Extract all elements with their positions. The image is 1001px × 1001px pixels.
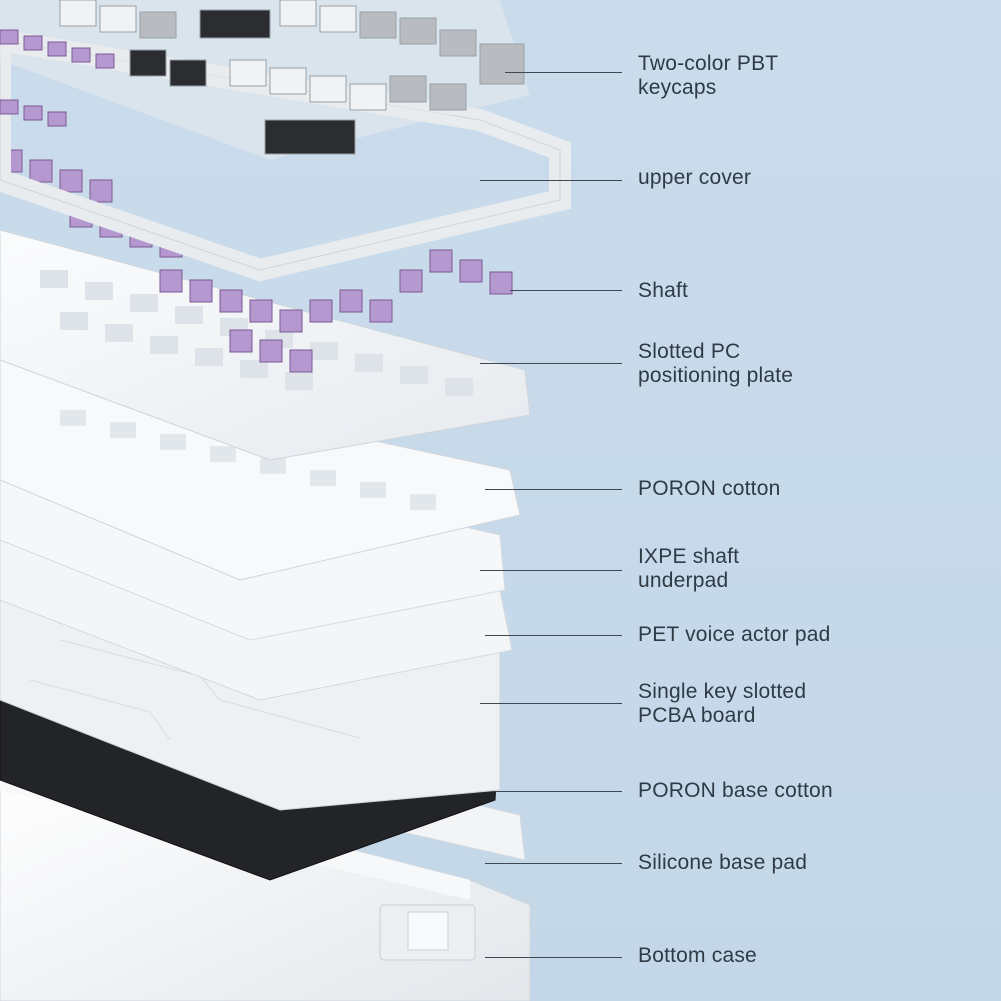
label-ixpe-underpad: IXPE shaft underpad bbox=[638, 545, 740, 592]
leader-poron-cotton bbox=[485, 489, 622, 490]
label-silicone-pad: Silicone base pad bbox=[638, 851, 808, 874]
leader-keycaps bbox=[505, 72, 622, 73]
leader-pcba-board bbox=[480, 703, 622, 704]
leader-bottom-case bbox=[485, 957, 622, 958]
layer-keycaps bbox=[0, 0, 530, 160]
leader-poron-base bbox=[495, 791, 622, 792]
label-upper-cover: upper cover bbox=[638, 166, 752, 189]
layer-upper-cover bbox=[0, 28, 571, 282]
leader-upper-cover bbox=[480, 180, 622, 181]
label-pcba-board: Single key slotted PCBA board bbox=[638, 680, 807, 727]
leader-pet-pad bbox=[485, 635, 622, 636]
layer-poron-cotton bbox=[0, 359, 521, 581]
label-pet-pad: PET voice actor pad bbox=[638, 623, 831, 646]
leader-shaft bbox=[510, 290, 622, 291]
leader-pc-plate bbox=[480, 363, 622, 364]
leader-silicone-pad bbox=[485, 863, 622, 864]
label-poron-base: PORON base cotton bbox=[638, 779, 833, 802]
label-poron-cotton: PORON cotton bbox=[638, 477, 781, 500]
label-pc-plate: Slotted PC positioning plate bbox=[638, 340, 794, 387]
label-shaft: Shaft bbox=[638, 279, 689, 302]
label-keycaps: Two-color PBT keycaps bbox=[638, 52, 779, 99]
label-bottom-case: Bottom case bbox=[638, 944, 757, 967]
leader-ixpe-underpad bbox=[480, 570, 622, 571]
